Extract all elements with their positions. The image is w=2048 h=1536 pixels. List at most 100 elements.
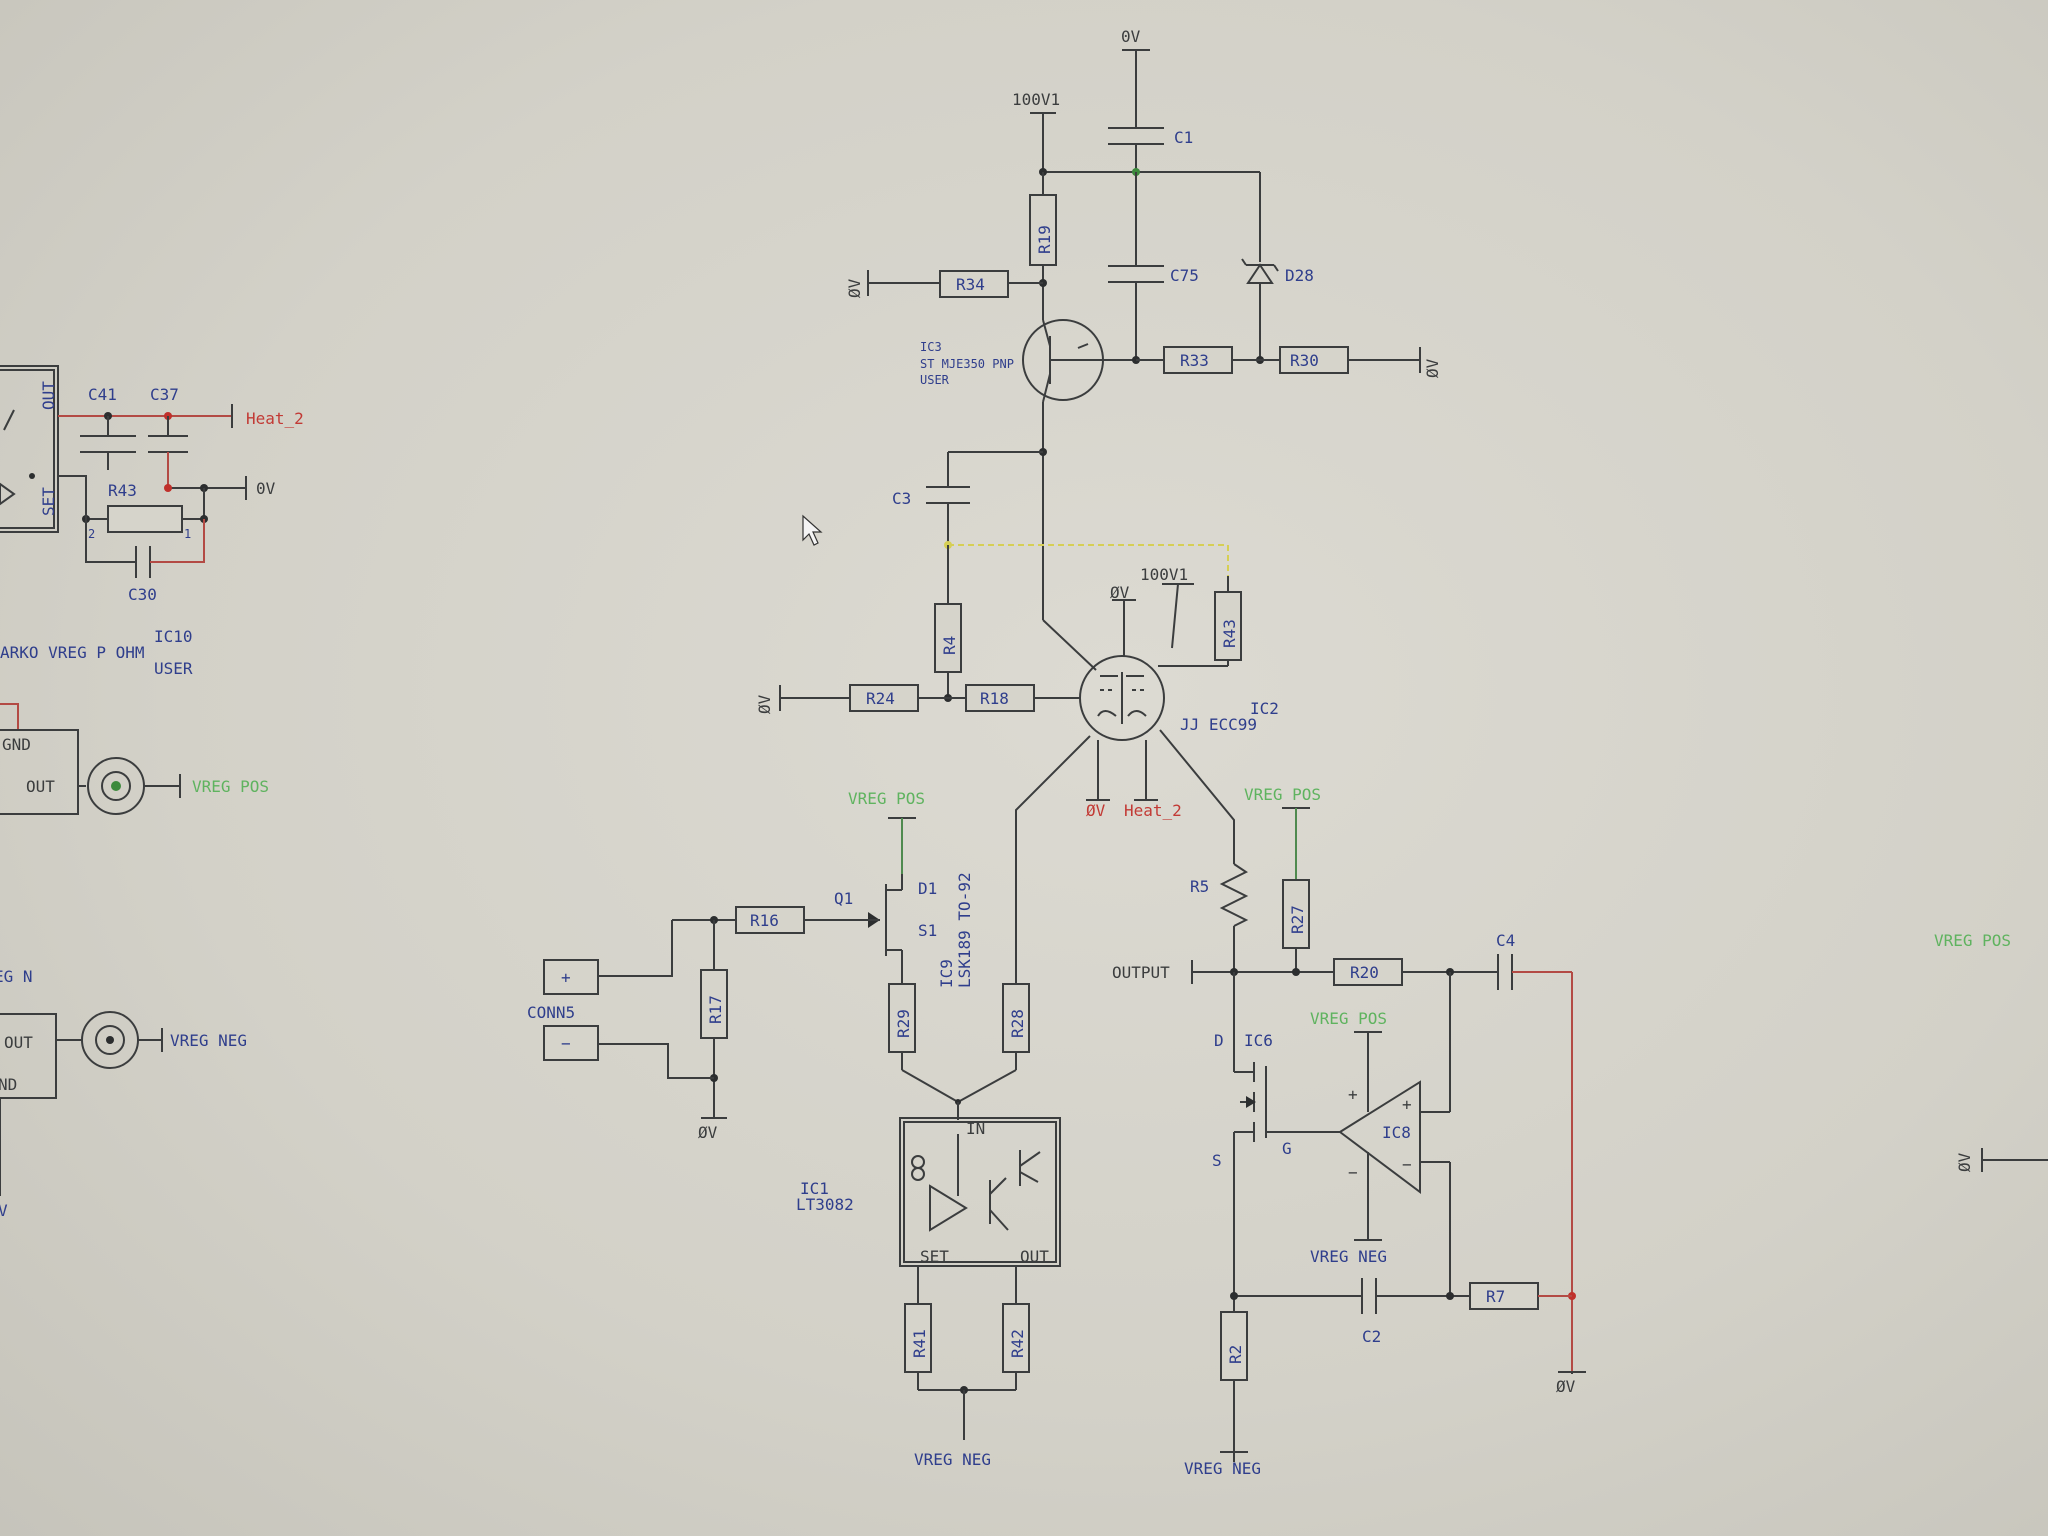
svg-text:ØV: ØV — [1423, 358, 1442, 378]
resistor-r24[interactable]: ØV R24 — [755, 684, 966, 714]
svg-text:ØV: ØV — [755, 694, 774, 714]
coax-connector-vreg-pos[interactable] — [87, 757, 181, 815]
regulator-ic1[interactable]: IN SET OUT IC1 LT3082 — [796, 1117, 1061, 1267]
zener-diode-d28[interactable]: D28 — [1241, 172, 1314, 360]
net-heat2-tube: Heat_2 — [1124, 801, 1182, 820]
svg-text:OUT: OUT — [39, 381, 58, 410]
svg-text:R29: R29 — [894, 1009, 913, 1038]
svg-text:D: D — [1214, 1031, 1224, 1050]
svg-text:IC1: IC1 — [800, 1179, 829, 1198]
resistor-r18[interactable]: R18 — [965, 684, 1080, 712]
capacitor-c30[interactable]: C30 — [85, 519, 205, 604]
svg-text:R4: R4 — [940, 636, 959, 655]
net-vreg-neg-left: VREG NEG — [170, 1031, 247, 1050]
svg-text:C75: C75 — [1170, 266, 1199, 285]
resistor-r34[interactable]: ØV R34 — [845, 270, 1043, 298]
coax-connector-vreg-neg[interactable] — [81, 1011, 163, 1069]
svg-text:VREG POS: VREG POS — [848, 789, 925, 808]
svg-text:SET: SET — [920, 1247, 949, 1266]
net-vreg-neg-ic8: VREG NEG — [1310, 1247, 1387, 1266]
net-0v-top: 0V — [1121, 27, 1150, 128]
svg-text:100V1: 100V1 — [1140, 565, 1188, 584]
svg-text:R20: R20 — [1350, 963, 1379, 982]
capacitor-c37[interactable]: C37 — [148, 385, 188, 488]
regulator-vreg-pos[interactable]: GND OUT — [0, 703, 86, 815]
resistor-r43-left[interactable]: R43 2 1 — [86, 481, 205, 541]
opamp-ic8[interactable]: + − + − IC8 — [1338, 1032, 1450, 1240]
jfet-q1[interactable]: Q1 D1 S1 — [804, 874, 937, 984]
capacitor-c2[interactable]: C2 — [1234, 1278, 1470, 1346]
svg-text:VREG POS: VREG POS — [1244, 785, 1321, 804]
svg-text:IN: IN — [966, 1119, 985, 1138]
net-vreg-pos-right: VREG POS — [1934, 931, 2011, 950]
svg-text:USER: USER — [920, 373, 950, 387]
net-0v-left: 0V — [256, 479, 276, 498]
svg-text:IC6: IC6 — [1244, 1031, 1273, 1050]
svg-text:C2: C2 — [1362, 1327, 1381, 1346]
mouse-cursor — [802, 514, 823, 546]
svg-text:R18: R18 — [980, 689, 1009, 708]
net-vreg-pos-r27: VREG POS — [1244, 785, 1321, 880]
resistor-r7[interactable]: R7 — [1469, 1282, 1572, 1310]
net-0v-tube-bottom: ØV — [1086, 801, 1106, 820]
svg-text:−: − — [561, 1034, 571, 1053]
capacitor-c1[interactable]: C1 — [1108, 127, 1193, 172]
resistor-r43[interactable]: R43 — [1158, 576, 1242, 667]
svg-text:IC2: IC2 — [1250, 699, 1279, 718]
svg-text:IC10: IC10 — [154, 627, 193, 646]
transistor-ic3[interactable]: IC3 ST MJE350 PNP USER — [920, 319, 1136, 403]
vacuum-tube-ic2[interactable]: IC2 JJ ECC99 — [1079, 655, 1279, 741]
svg-text:C1: C1 — [1174, 128, 1193, 147]
resistor-r20[interactable]: R20 — [1333, 958, 1498, 986]
wire — [1015, 735, 1091, 984]
resistor-r41[interactable]: R41 — [904, 1266, 932, 1390]
resistor-r42[interactable]: R42 — [1002, 1266, 1030, 1390]
capacitor-c3[interactable]: C3 — [892, 451, 1043, 545]
junction — [164, 484, 172, 492]
junction — [1230, 1292, 1238, 1300]
net-0v-right: ØV — [1955, 1148, 2048, 1172]
resistor-r30[interactable]: R30 ØV — [1279, 346, 1442, 378]
resistor-r5[interactable]: R5 — [1190, 858, 1249, 972]
resistor-r17[interactable]: R17 ØV — [698, 920, 728, 1142]
capacitor-c41[interactable]: C41 — [80, 385, 136, 470]
junction — [1292, 968, 1300, 976]
resistor-r19[interactable]: R19 — [1029, 172, 1057, 320]
resistor-r27[interactable]: R27 — [1282, 879, 1310, 972]
svg-text:−: − — [1348, 1163, 1358, 1182]
svg-text:R16: R16 — [750, 911, 779, 930]
svg-text:V: V — [0, 1201, 8, 1220]
svg-text:IC3: IC3 — [920, 340, 942, 354]
svg-text:ARKO VREG P OHM: ARKO VREG P OHM — [0, 643, 145, 662]
svg-text:C41: C41 — [88, 385, 117, 404]
net-vreg-neg-r2: VREG NEG — [1184, 1459, 1261, 1478]
svg-text:OUT: OUT — [4, 1033, 33, 1052]
svg-text:GND: GND — [2, 735, 31, 754]
capacitor-c4[interactable]: C4 — [1496, 931, 1573, 1372]
capacitor-c75[interactable]: C75 — [1108, 172, 1199, 360]
mosfet-ic6[interactable]: D IC6 S G — [1212, 972, 1340, 1462]
resistor-r28[interactable]: R28 — [957, 983, 1030, 1103]
resistor-r4[interactable]: R4 — [934, 545, 962, 698]
wire — [1042, 619, 1097, 671]
svg-text:ØV: ØV — [1955, 1152, 1974, 1172]
svg-text:S: S — [1212, 1151, 1222, 1170]
net-0v-c4: ØV — [1556, 1377, 1576, 1396]
regulator-ic10[interactable]: OUT SET — [0, 365, 59, 533]
svg-text:ØV: ØV — [845, 278, 864, 298]
svg-text:R2: R2 — [1226, 1345, 1245, 1364]
svg-text:C4: C4 — [1496, 931, 1515, 950]
regulator-vreg-neg[interactable]: OUT ND V — [0, 1013, 82, 1220]
svg-text:SET: SET — [39, 487, 58, 516]
svg-text:R30: R30 — [1290, 351, 1319, 370]
svg-text:R41: R41 — [910, 1329, 929, 1358]
net-0v-tube: ØV — [1110, 583, 1136, 656]
svg-text:R34: R34 — [956, 275, 985, 294]
connector-conn5[interactable]: + − CONN5 — [527, 920, 714, 1079]
resistor-r16[interactable]: R16 — [672, 906, 805, 934]
resistor-r33[interactable]: R33 — [1136, 346, 1280, 374]
resistor-r2[interactable]: R2 — [1220, 1311, 1248, 1381]
resistor-r29[interactable]: R29 — [888, 983, 959, 1103]
